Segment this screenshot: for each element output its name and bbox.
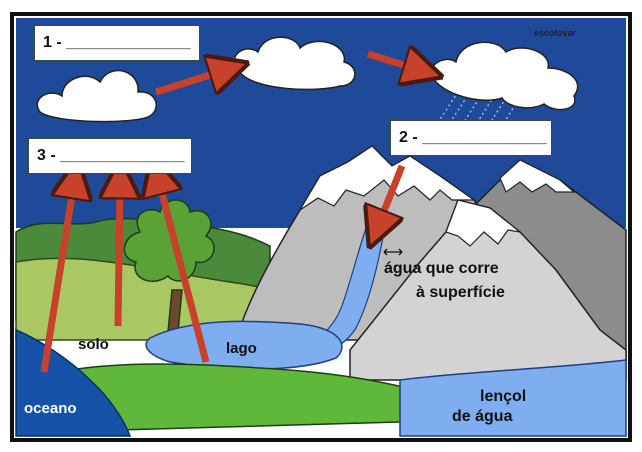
tree [123,199,215,333]
groundwater-label-line-1: lençol [480,388,527,405]
ocean-label: oceano [24,400,77,417]
arrow-cloud-1-to-2 [154,70,226,96]
snow-cap-front [445,199,523,247]
groundwater-label-line-2: de água [452,408,513,425]
arrow-from-ocean [40,182,74,373]
runoff-label-line-2: à superfície [416,284,505,301]
arrow-from-lake [158,178,210,363]
answer-box-2[interactable]: 2 - ______________ [390,120,552,156]
lake-label: lago [226,340,257,357]
evaporation-arrows [40,178,210,373]
runoff-label-line-1: água que corre [384,260,499,277]
answer-box-3[interactable]: 3 - ______________ [28,138,192,174]
snow-cap-main [299,145,476,211]
watermark: escolovar [534,28,577,38]
answer-box-1[interactable]: 1 - ______________ [34,25,200,61]
arrow-from-soil [118,182,120,327]
arrow-precipitation [378,164,406,226]
condensation-arrows [154,54,420,226]
cloud-left [36,69,157,123]
arrow-cloud-2-to-3 [366,54,420,70]
cloud-middle [233,36,356,91]
soil-label: solo [78,336,109,353]
cloud-right [430,41,579,111]
bracket-mark [383,248,403,256]
snow-cap-right [499,159,576,193]
groundwater [399,359,627,437]
